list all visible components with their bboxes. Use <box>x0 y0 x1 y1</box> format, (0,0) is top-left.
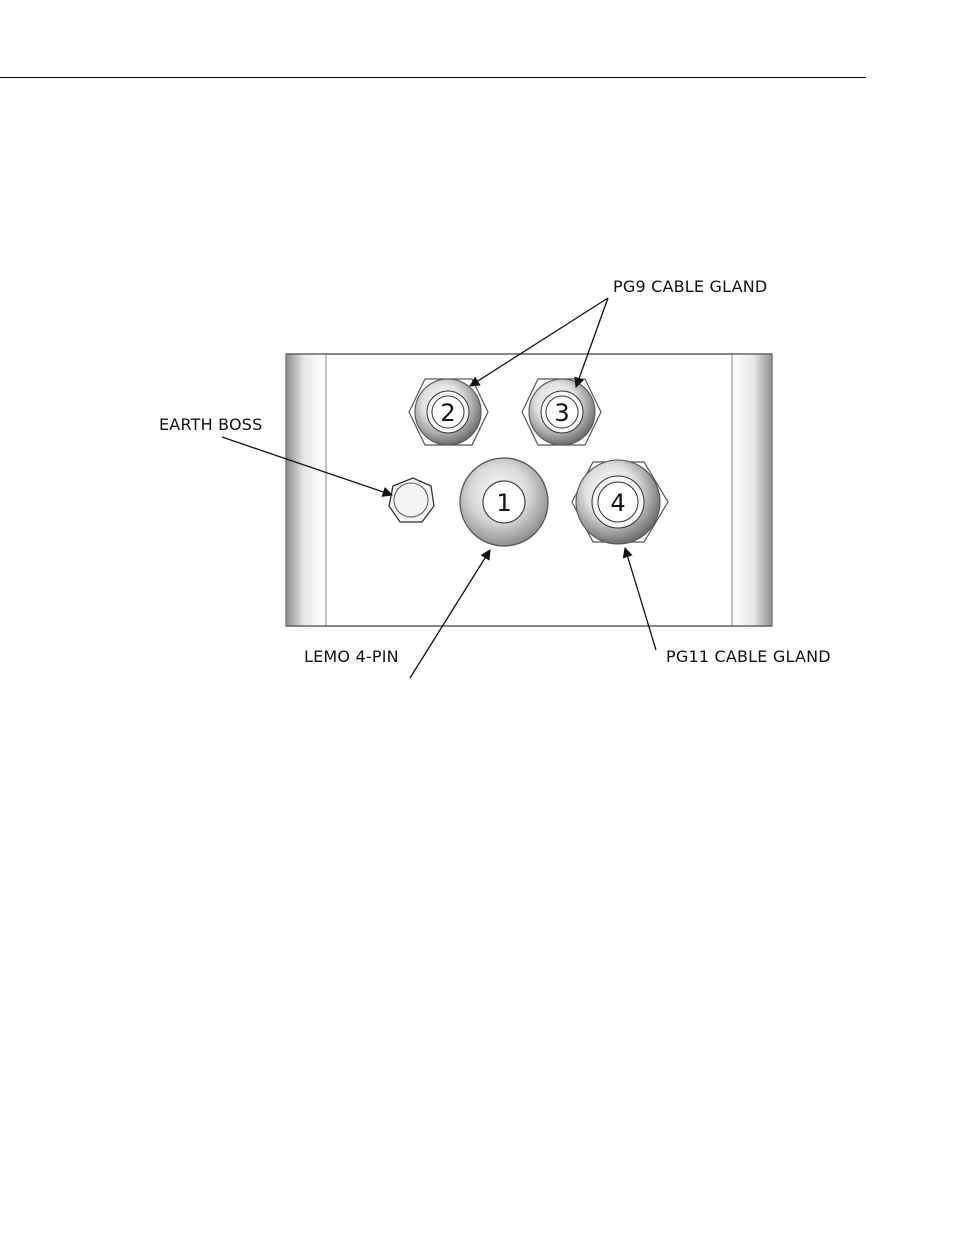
connector-number-1: 1 <box>496 489 511 517</box>
connector-number-2: 2 <box>440 399 455 427</box>
callout-pg11-cable-gland: PG11 CABLE GLAND <box>666 647 831 666</box>
connector-number-3: 3 <box>554 399 569 427</box>
right-side-rail <box>732 354 772 626</box>
callout-earth-boss: EARTH BOSS <box>159 415 263 434</box>
earth-boss-hex-icon <box>389 478 434 522</box>
left-side-rail <box>286 354 326 626</box>
connector-number-4: 4 <box>610 489 625 517</box>
callout-lemo-4-pin: LEMO 4-PIN <box>304 647 399 666</box>
pg9-gland-connector-3: 3 <box>522 379 601 445</box>
pg9-gland-connector-2: 2 <box>409 379 488 445</box>
lemo-connector-1: 1 <box>460 458 548 546</box>
callout-pg9-cable-gland: PG9 CABLE GLAND <box>613 277 767 296</box>
